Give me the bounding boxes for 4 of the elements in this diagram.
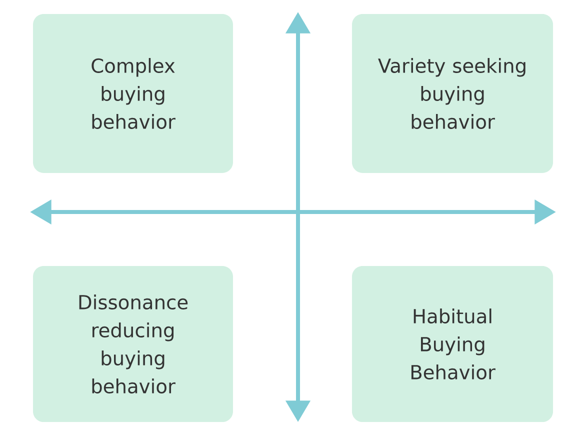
quadrant-box: Variety seeking buying behavior <box>352 14 554 173</box>
quadrant-box: Complex buying behavior <box>33 14 233 173</box>
quadrant-box: Habitual Buying Behavior <box>352 266 554 422</box>
quadrant-box: Dissonance reducing buying behavior <box>33 266 233 422</box>
